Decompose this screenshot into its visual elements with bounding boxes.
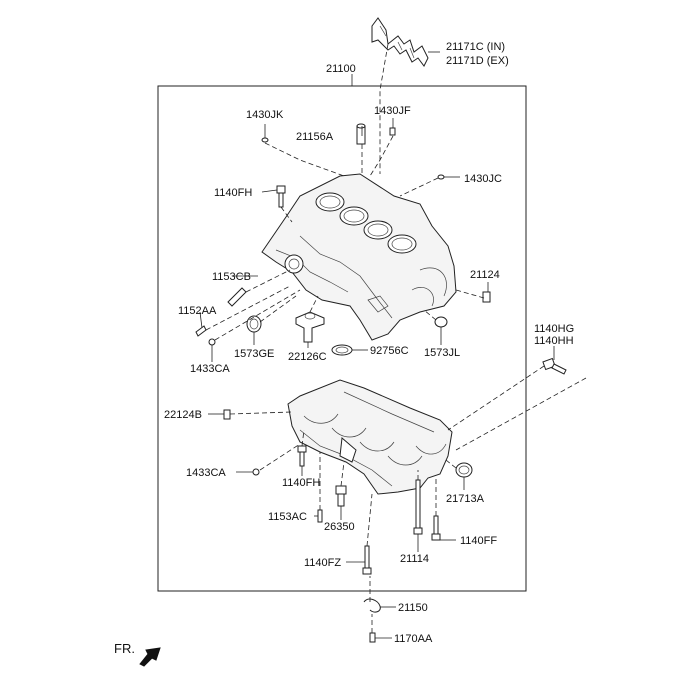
sensor-26350: [335, 485, 347, 507]
dowel-22124B: [223, 409, 231, 420]
bolt-1170AA: [369, 632, 376, 643]
label-1140FH-bottom: 1140FH: [282, 477, 320, 489]
pin-1153AC: [317, 509, 323, 523]
front-label: FR.: [114, 641, 135, 656]
lower-crankcase: [287, 379, 453, 495]
label-1573JL: 1573JL: [424, 347, 460, 359]
label-21171C: 21171C (IN): [446, 41, 505, 53]
oring-92756C: [331, 344, 353, 356]
label-1153CB: 1153CB: [212, 271, 251, 283]
label-1140FZ: 1140FZ: [304, 557, 341, 569]
label-22126C: 22126C: [288, 351, 327, 363]
label-1573GE: 1573GE: [234, 348, 274, 360]
plug-1573GE: [246, 315, 262, 333]
label-21156A: 21156A: [296, 131, 334, 143]
label-26350: 26350: [324, 521, 355, 533]
label-1152AA: 1152AA: [178, 305, 217, 317]
label-22124B: 22124B: [164, 409, 202, 421]
label-1153AC: 1153AC: [268, 511, 307, 523]
label-21171D: 21171D (EX): [446, 55, 509, 67]
label-21114: 21114: [400, 553, 429, 565]
bolt-1140HG: [542, 357, 567, 375]
plug-1433CA-top: [208, 338, 216, 346]
plug-1430JK: [261, 137, 269, 143]
front-direction-indicator: FR.: [114, 641, 161, 667]
label-21124: 21124: [470, 269, 500, 281]
dowel-21156A: [356, 123, 366, 145]
label-92756C: 92756C: [370, 345, 409, 357]
plug-1433CA-bottom: [252, 468, 260, 476]
label-1430JF: 1430JF: [374, 105, 411, 117]
plug-1430JC: [437, 174, 445, 180]
upper-cylinder-block: [261, 173, 457, 341]
bolt-1140FF: [431, 515, 441, 541]
label-1140FH-top: 1140FH: [214, 187, 252, 199]
bolt-1140FH-bottom: [297, 445, 307, 467]
label-1433CA-bottom: 1433CA: [186, 467, 226, 479]
plug-1573JL: [434, 316, 448, 328]
manifold-gasket: [371, 17, 429, 67]
label-1170AA: 1170AA: [394, 633, 433, 645]
plug-21713A: [455, 462, 473, 478]
dowel-21124: [482, 291, 491, 303]
label-1140HH: 1140HH: [534, 335, 574, 347]
bracket-21150: [363, 598, 381, 613]
label-1430JK: 1430JK: [246, 109, 284, 121]
label-21100: 21100: [326, 63, 356, 75]
label-1433CA-top: 1433CA: [190, 363, 230, 375]
pin-1152AA: [195, 325, 207, 337]
fitting-22126C: [295, 311, 325, 343]
label-21713A: 21713A: [446, 493, 485, 505]
label-1430JC: 1430JC: [464, 173, 502, 185]
pin-1153CB: [227, 287, 247, 307]
assembly-frame: [157, 85, 527, 592]
plug-1430JF: [389, 127, 396, 136]
bolt-1140FH-top: [276, 185, 286, 208]
label-21150: 21150: [398, 602, 428, 614]
front-arrow-icon: [139, 647, 161, 667]
label-1140FF: 1140FF: [460, 535, 497, 547]
bolt-1140FZ: [362, 545, 372, 575]
label-1140HG: 1140HG: [534, 323, 574, 335]
